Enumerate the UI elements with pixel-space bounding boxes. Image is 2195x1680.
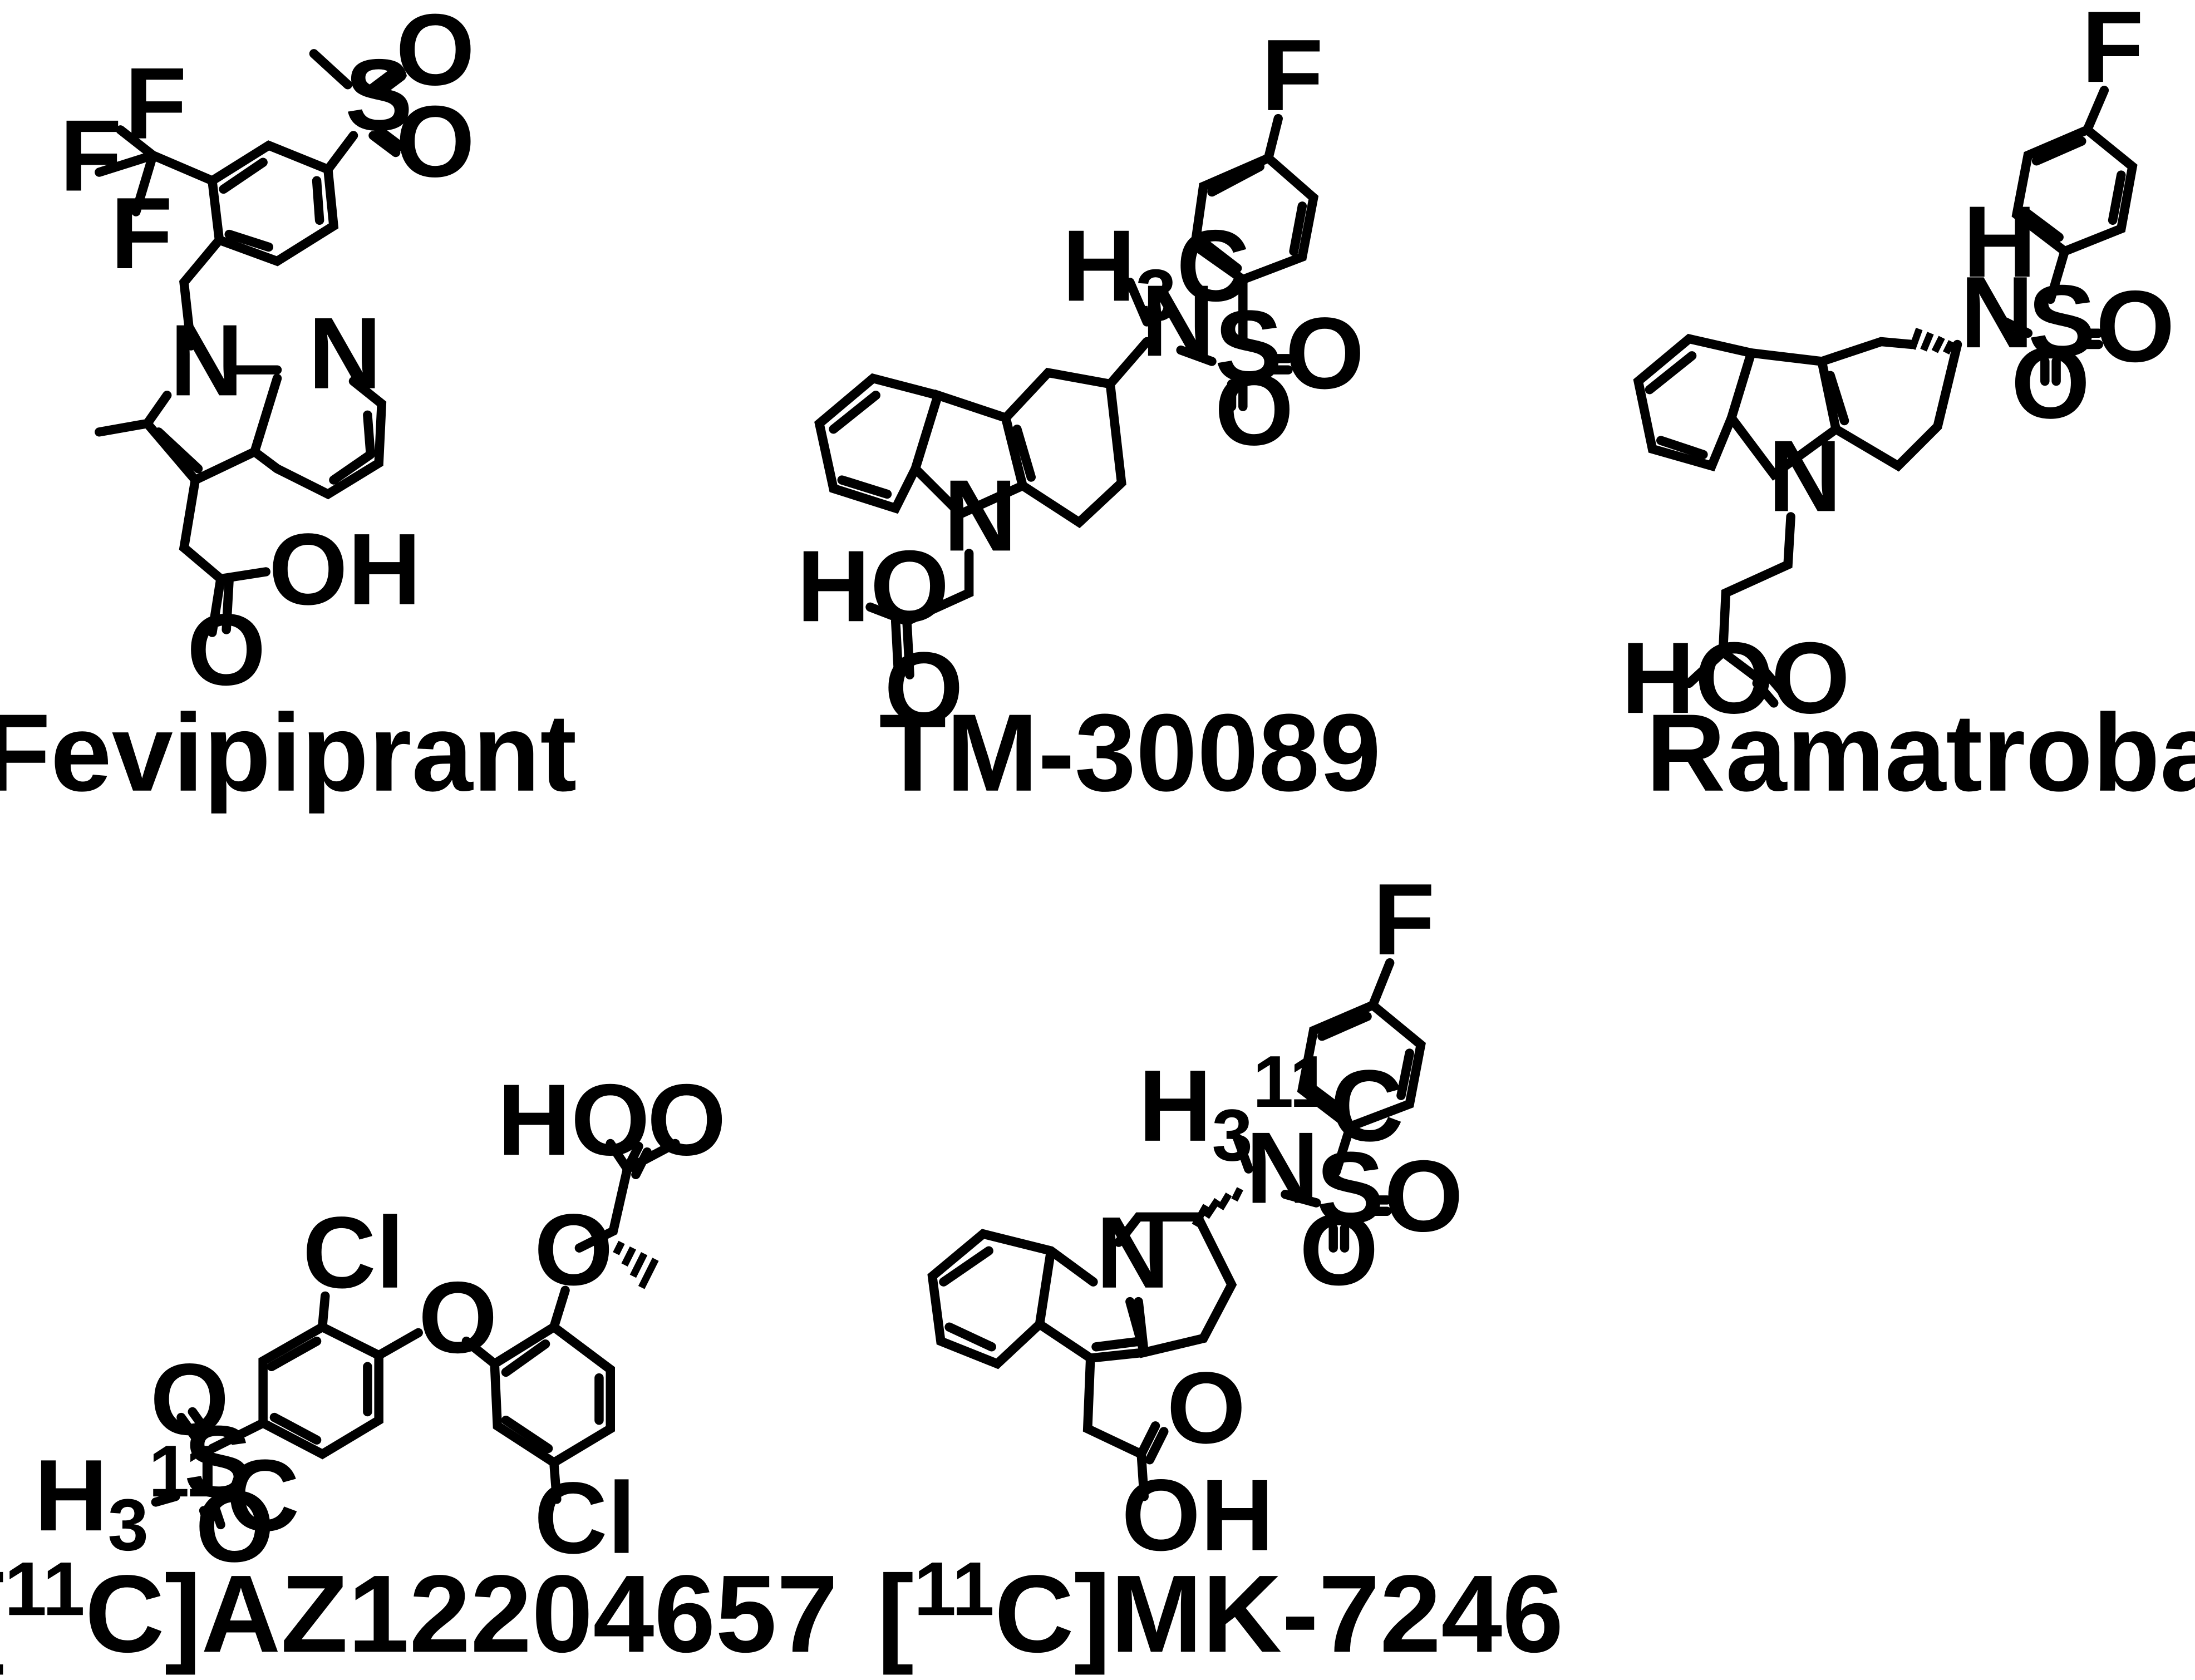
- atom-n: N: [1246, 1111, 1319, 1225]
- atom-s: S: [2028, 264, 2096, 377]
- atom-o: O: [150, 1343, 229, 1456]
- atom-n: N: [1096, 1196, 1169, 1309]
- atom-o: O: [1215, 353, 1294, 466]
- atom-o: O: [195, 1470, 274, 1583]
- atom-o: O: [396, 85, 475, 198]
- atom-n: N: [1768, 419, 1842, 533]
- atom-s: S: [1316, 1131, 1384, 1244]
- atom-o: O: [419, 1260, 498, 1374]
- atom-h311c: H311C: [1139, 1041, 1404, 1176]
- atom-o: O: [647, 1063, 726, 1176]
- compound-fevipiprant: S O O F F F N N OH O Fevipiprant: [0, 0, 577, 814]
- atom-f: F: [1261, 18, 1323, 132]
- atom-cl: Cl: [534, 1461, 636, 1575]
- atom-f: F: [60, 98, 122, 212]
- atom-oh: OH: [1121, 1459, 1274, 1572]
- atom-o: O: [1300, 1193, 1379, 1307]
- compound-name: [11C]MK-7246: [877, 1546, 1563, 1675]
- atom-oh: OH: [269, 513, 421, 626]
- atom-h311c: H311C: [35, 1430, 300, 1565]
- atom-f: F: [125, 47, 187, 160]
- compound-name: Fevipiprant: [0, 691, 577, 814]
- atom-n: N: [1960, 255, 2034, 369]
- compound-mk-7246: F S O O N H311C N O OH [11C]MK-7246: [877, 863, 1563, 1675]
- atom-o: O: [187, 593, 266, 706]
- compound-ramatroban: F H N S O O N HO O Ramatroban: [1621, 0, 2195, 814]
- atom-h3c: H3C: [1062, 209, 1250, 336]
- compound-name: TM-30089: [879, 691, 1381, 814]
- compound-name: Ramatroban: [1646, 691, 2195, 814]
- atom-ho: HO: [1621, 621, 1774, 735]
- atom-n: N: [1141, 264, 1215, 377]
- atom-o: O: [534, 1193, 613, 1307]
- atom-o: O: [2011, 326, 2090, 440]
- atom-f: F: [1373, 863, 1435, 976]
- atom-n: N: [943, 459, 1017, 572]
- atom-o: O: [1285, 297, 1364, 410]
- atom-f: F: [111, 176, 173, 290]
- atom-f: F: [2081, 0, 2144, 104]
- atom-o: O: [1771, 621, 1850, 735]
- compound-name: [11C]AZ12204657: [0, 1546, 838, 1675]
- compound-az12204657: HO O O Cl O Cl S O O H311C [11C]AZ122046…: [0, 1063, 838, 1675]
- compound-tm-30089: F S O O N H3C N HO O TM-30089: [797, 18, 1381, 814]
- atom-h: H: [1963, 185, 2036, 298]
- atom-ho: HO: [797, 529, 949, 643]
- atom-cl: Cl: [303, 1196, 405, 1309]
- atom-o: O: [1384, 1139, 1463, 1253]
- atom-n: N: [170, 303, 243, 417]
- atom-s: S: [1215, 289, 1283, 403]
- atom-o: O: [396, 0, 475, 106]
- atom-o: O: [884, 631, 963, 745]
- atom-o: O: [1167, 1351, 1246, 1465]
- atom-o: O: [2096, 269, 2175, 383]
